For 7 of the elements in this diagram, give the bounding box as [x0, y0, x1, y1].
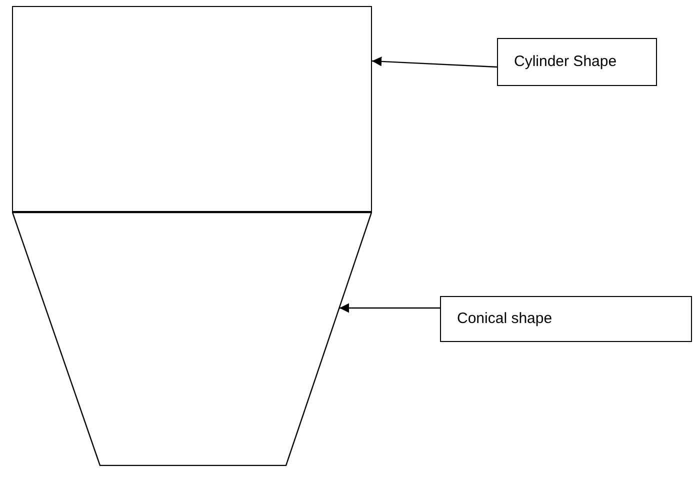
arrow — [340, 303, 440, 313]
label-box — [440, 296, 692, 342]
cylinder-outline — [12, 6, 372, 212]
label-box — [497, 38, 657, 86]
arrow — [372, 56, 498, 68]
shape-label: Conical shape — [457, 308, 552, 329]
shape-label: Cylinder Shape — [514, 52, 617, 72]
